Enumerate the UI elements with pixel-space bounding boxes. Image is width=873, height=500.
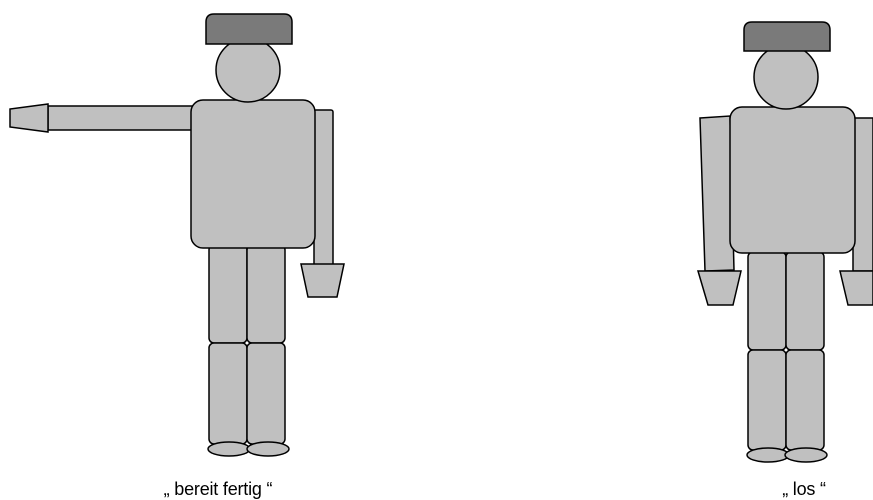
head [754,45,818,109]
left-foot [208,442,250,456]
cap [744,22,830,51]
raised-arm [10,104,198,132]
raised-arm-hand [10,104,48,132]
figure-go [698,22,873,462]
figure-ready-set [10,14,344,456]
head [216,38,280,102]
torso [730,107,855,253]
right-arm-hand [840,271,873,305]
right-foot [785,448,827,462]
torso [191,100,315,248]
legs [208,245,289,456]
right-thigh [247,245,285,343]
left-shin [748,350,786,450]
hanging-arm-upper [314,110,333,266]
left-shin [209,343,247,444]
caption-go: „ los “ [782,479,826,500]
right-foot [247,442,289,456]
left-arm-upper [700,116,734,271]
right-shin [786,350,824,450]
right-thigh [786,252,824,350]
legs [747,252,827,462]
left-arm-hand [698,271,741,305]
left-thigh [748,252,786,350]
hanging-arm-hand [301,264,344,297]
raised-arm-upper [48,106,198,130]
left-thigh [209,245,247,343]
caption-ready-set: „ bereit fertig “ [164,479,273,500]
cap [206,14,292,44]
left-foot [747,448,789,462]
right-shin [247,343,285,444]
right-arm-upper [853,118,873,271]
